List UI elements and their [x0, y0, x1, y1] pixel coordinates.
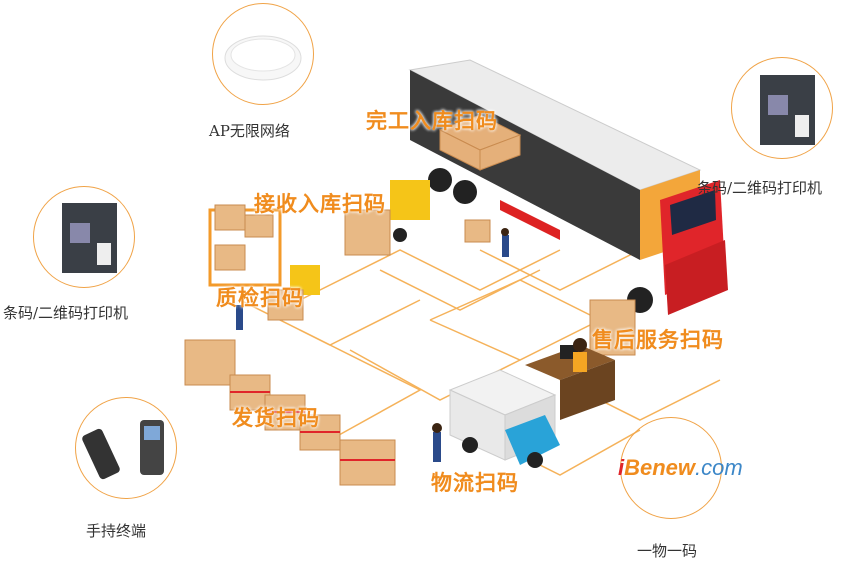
- one-code-circle: [620, 417, 722, 519]
- ap-circle: [212, 3, 314, 105]
- handheld-circle: [75, 397, 177, 499]
- workers: [236, 228, 509, 462]
- printer-left-circle: [33, 186, 135, 288]
- logo-suffix: .com: [695, 455, 743, 480]
- big-truck: [408, 59, 728, 315]
- box-straps: [230, 391, 395, 461]
- forklift-top: [344, 180, 430, 256]
- stage-logistics: 物流扫码: [431, 470, 519, 495]
- logo-brand: Benew: [624, 455, 696, 480]
- stage-quality-check: 质检扫码: [216, 285, 304, 310]
- service-desk: [525, 338, 615, 420]
- logo-prefix: i: [618, 455, 625, 480]
- truck-boxes: [438, 114, 522, 171]
- small-truck: [448, 369, 560, 468]
- stage-finished-inbound: 完工入库扫码: [366, 108, 498, 133]
- printer-left-caption: 条码/二维码打印机: [3, 304, 129, 322]
- stage-after-sales: 售后服务扫码: [592, 327, 724, 352]
- forklift-mid: [267, 265, 320, 321]
- ibenew-logo: iBenew.com: [618, 455, 743, 481]
- printer-top-circle: [731, 57, 833, 159]
- stage-receiving-inbound: 接收入库扫码: [254, 191, 386, 216]
- ap-caption: AP无限网络: [209, 122, 290, 140]
- shelf: [208, 204, 282, 287]
- stage-shipping: 发货扫码: [232, 405, 320, 430]
- printer-top-caption: 条码/二维码打印机: [697, 179, 823, 197]
- handheld-caption: 手持终端: [86, 522, 147, 540]
- one-code-caption: 一物一码: [637, 542, 698, 560]
